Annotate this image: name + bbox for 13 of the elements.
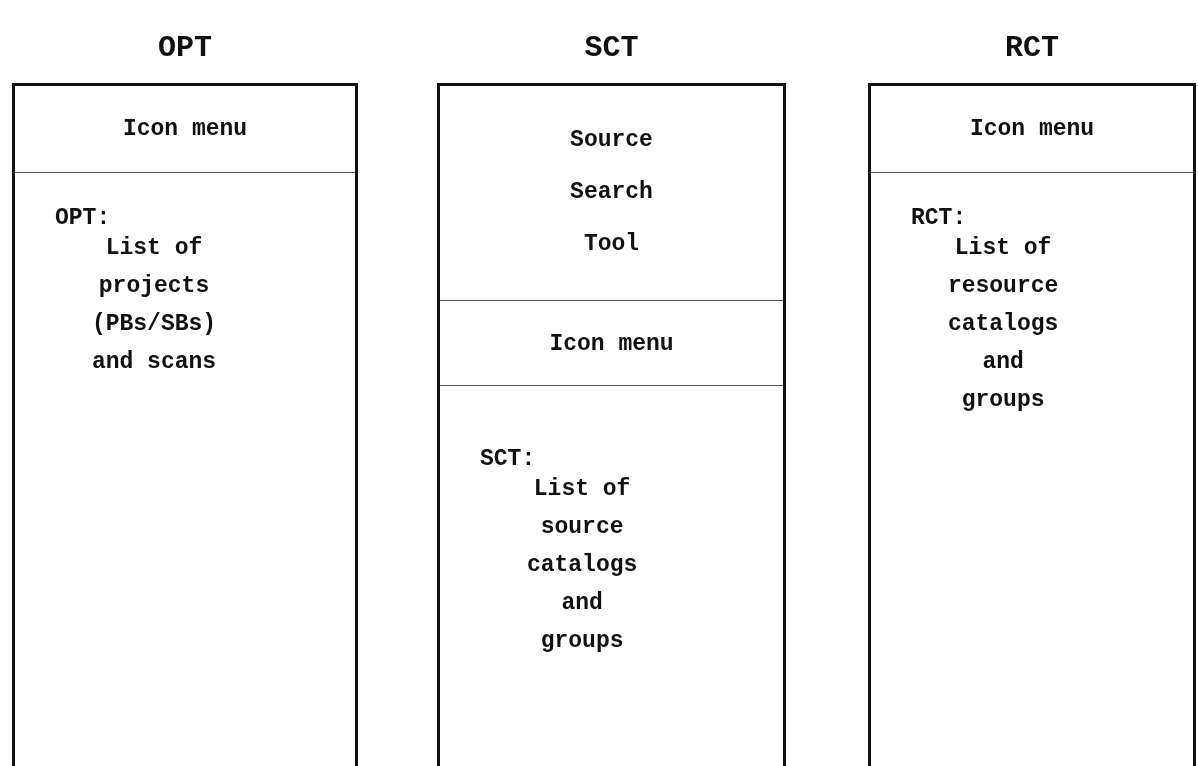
list-description: List of source catalogs and groups [525,475,639,656]
panel-heading: SCT [583,30,640,67]
tool-title: Source Search Tool [569,126,654,259]
panel-heading: OPT [157,30,213,67]
menu-label: Icon menu [121,115,249,144]
list-description: List of resource catalogs and groups [946,234,1060,415]
menu-label: Icon menu [968,115,1096,144]
list-heading: OPT: [55,204,111,233]
panel-heading: RCT [1004,30,1060,67]
list-heading: RCT: [911,204,967,233]
list-description: List of projects (PBs/SBs) and scans [90,234,218,377]
list-heading: SCT: [480,445,536,474]
menu-label: Icon menu [548,330,675,359]
